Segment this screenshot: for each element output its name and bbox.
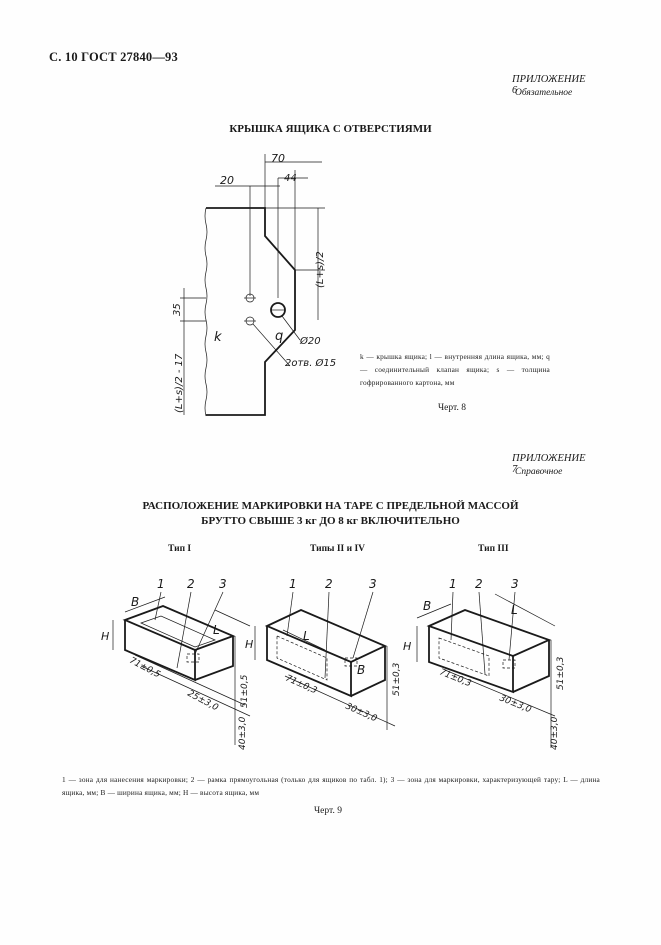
dim-44: 44: [284, 173, 297, 184]
svg-text:51±0,3: 51±0,3: [556, 656, 566, 690]
svg-text:L: L: [213, 623, 220, 637]
svg-text:30±3,0: 30±3,0: [344, 702, 379, 725]
figure-9-title-line1: РАСПОЛОЖЕНИЕ МАРКИРОВКИ НА ТАРЕ С ПРЕДЕЛ…: [142, 500, 519, 512]
dim-hole-big: Ø20: [299, 335, 321, 347]
svg-text:B: B: [357, 663, 365, 677]
svg-text:L: L: [303, 629, 310, 643]
appendix-6-status: Обязательное: [515, 88, 573, 98]
figure-8-drawing: 70 20 44 (L+s)/2 35 (L+s)/2 - 17 k q Ø20…: [172, 152, 336, 417]
type-2-label: Типы II и IV: [310, 544, 366, 554]
svg-text:B: B: [131, 595, 139, 609]
figure-8-title: КРЫШКА ЯЩИКА С ОТВЕРСТИЯМИ: [229, 123, 432, 135]
svg-text:30±3,0: 30±3,0: [498, 694, 533, 716]
figure-9-type-1-drawing: B L H 1 2 3 71±0,5 25±3,0 51±0,5 40±3,0: [101, 577, 251, 750]
svg-text:2: 2: [475, 577, 483, 591]
svg-text:L: L: [511, 603, 518, 617]
svg-text:51±0,3: 51±0,3: [392, 662, 402, 696]
dim-top-half: (L+s)/2: [315, 251, 326, 288]
svg-text:25±3,0: 25±3,0: [186, 689, 220, 714]
svg-text:1: 1: [157, 577, 165, 591]
dim-20: 20: [220, 174, 234, 187]
type-1-label: Тип I: [168, 544, 192, 554]
svg-text:2: 2: [187, 577, 195, 591]
svg-text:2: 2: [325, 577, 333, 591]
svg-text:B: B: [423, 599, 431, 613]
svg-text:H: H: [403, 640, 411, 653]
appendix-7-status: Справочное: [515, 467, 563, 477]
svg-text:1: 1: [289, 577, 297, 591]
figure-9-legend: 1 — зона для нанесения маркировки; 2 — р…: [62, 775, 600, 797]
dim-bottom-half: (L+s)/2 - 17: [174, 353, 185, 413]
svg-text:3: 3: [219, 577, 227, 591]
svg-text:40±3,0: 40±3,0: [550, 716, 560, 750]
figure-8-legend: k — крышка ящика; l — внутренняя длина я…: [360, 352, 550, 387]
figure-9-title-line2: БРУТТО СВЫШЕ 3 кг ДО 8 кг ВКЛЮЧИТЕЛЬНО: [201, 515, 460, 527]
figure-9-caption: Черт. 9: [314, 806, 342, 816]
svg-text:H: H: [101, 630, 109, 643]
figure-8-caption: Черт. 8: [438, 403, 466, 413]
page-header: С. 10 ГОСТ 27840—93: [49, 50, 178, 64]
figure-9-type-3-drawing: B L H 1 2 3 71±0,3 30±3,0 51±0,3 40±3,0: [403, 577, 566, 750]
svg-text:71±0,3: 71±0,3: [284, 674, 319, 697]
svg-text:1: 1: [449, 577, 457, 591]
appendix-7-label: ПРИЛОЖЕНИЕ 7: [512, 453, 586, 475]
figure-9-type-2-drawing: L B H 1 2 3 71±0,3 30±3,0 51±0,3: [245, 577, 402, 730]
svg-text:40±3,0: 40±3,0: [238, 716, 248, 750]
type-3-label: Тип III: [478, 544, 509, 554]
svg-text:51±0,5: 51±0,5: [240, 674, 250, 708]
label-q: q: [275, 329, 283, 344]
appendix-6-label: ПРИЛОЖЕНИЕ 6: [512, 74, 586, 96]
label-k: k: [214, 330, 222, 345]
svg-text:3: 3: [511, 577, 519, 591]
svg-text:3: 3: [369, 577, 377, 591]
dim-70: 70: [271, 152, 285, 165]
dim-holes-small: 2отв. Ø15: [285, 357, 336, 369]
dim-35: 35: [172, 303, 183, 316]
svg-text:H: H: [245, 638, 253, 651]
